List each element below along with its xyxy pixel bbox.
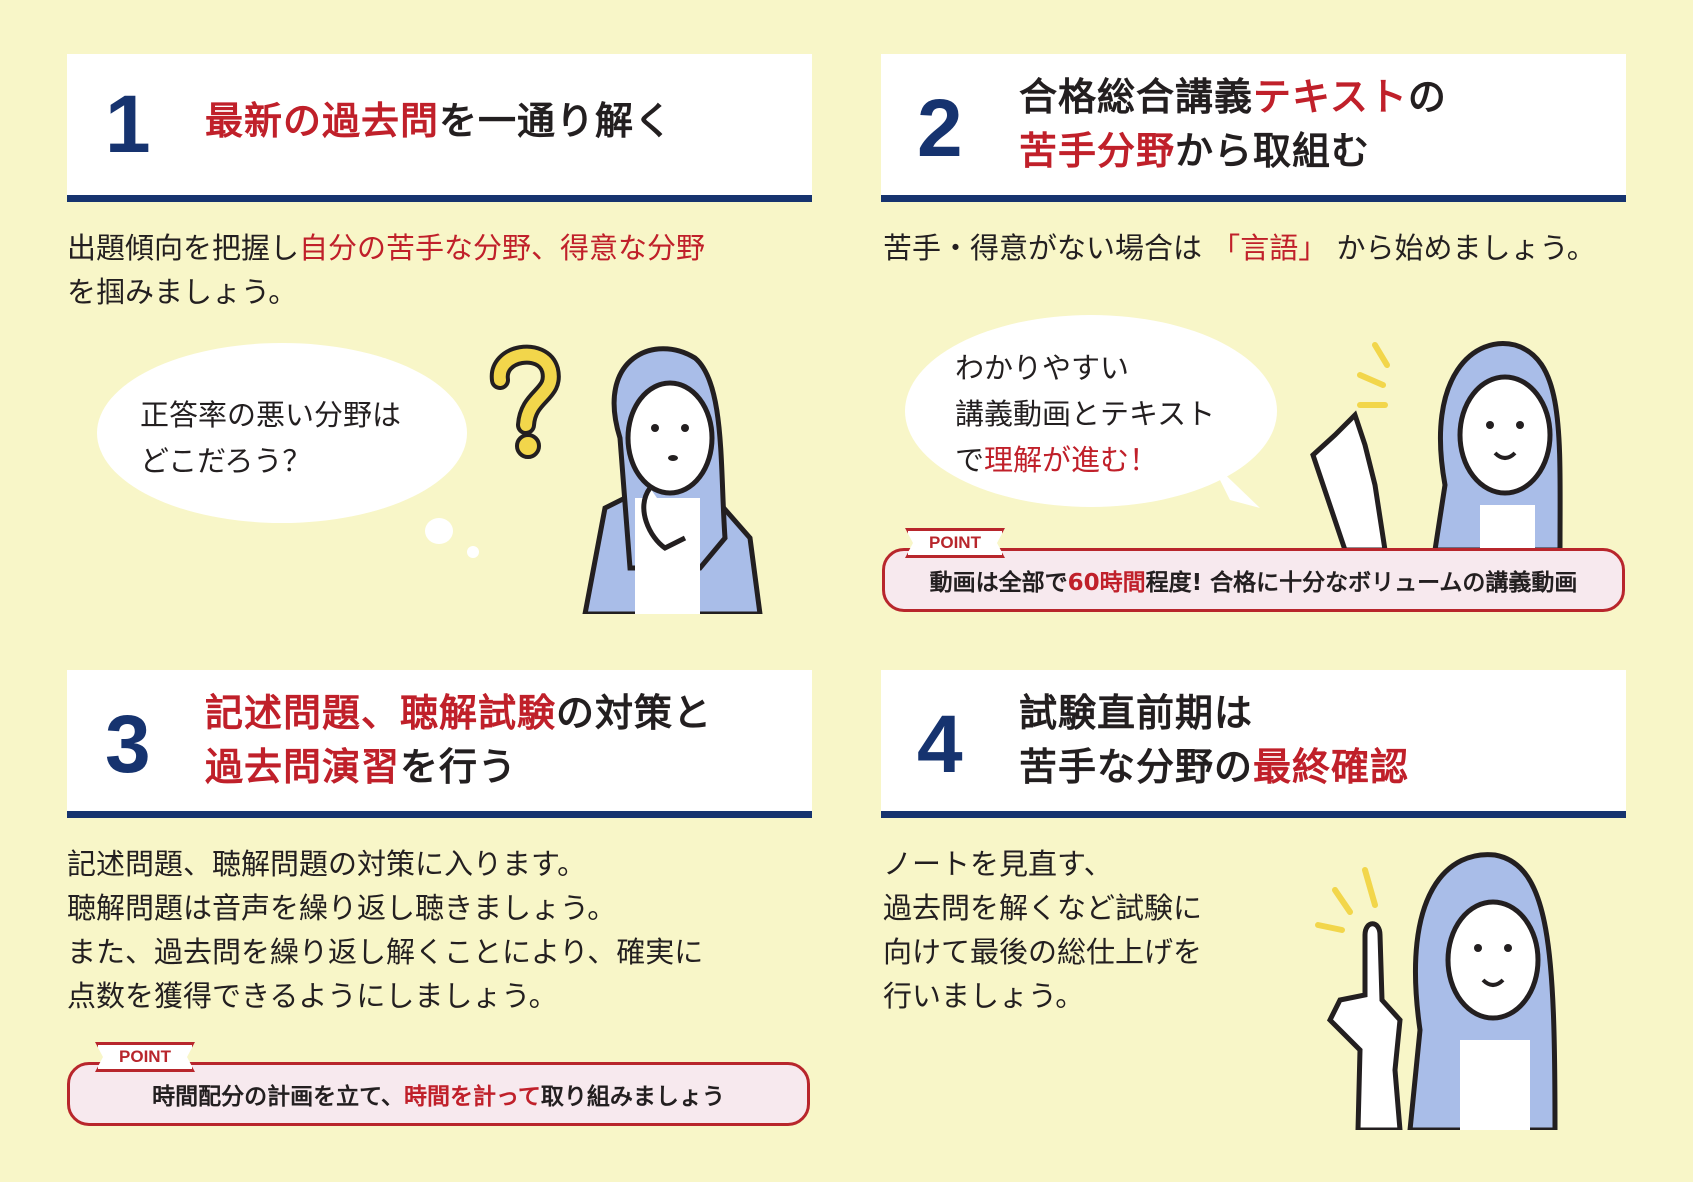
question-mark-icon [489,344,561,459]
section-number: 1 [105,79,151,170]
text-segment: どこだろう？ [140,444,312,478]
text-segment: 合格総合講義 [1019,75,1254,119]
text-segment: から始めましょう。 [1327,231,1596,265]
text-line: 過去問を解くなど試験に [883,886,1202,930]
pointing-woman-illustration [1315,852,1558,1130]
highlight-text: 記述問題、聴解試験 [205,691,557,735]
text-line: わかりやすい [955,345,1215,391]
text-line: 苦手・得意がない場合は 「言語」 から始めましょう。 [883,226,1596,270]
section-3-body: 記述問題、聴解問題の対策に入ります。聴解問題は音声を繰り返し聴きましょう。また、… [67,842,703,1018]
text-segment: わかりやすい [955,351,1130,385]
section-1-header: 1 最新の過去問を一通り解く [67,54,812,202]
text-line: 過去問演習を行う [205,740,712,794]
highlight-text: 「言語」 [1211,231,1328,265]
section-4-header: 4 試験直前期は苦手な分野の最終確認 [881,670,1626,818]
text-line: 行いましょう。 [883,974,1202,1018]
text-line: ノートを見直す、 [883,842,1202,886]
point-tag: POINT [95,1042,195,1072]
text-segment: 試験直前期は [1019,691,1254,735]
text-line: で理解が進む！ [955,437,1215,483]
bubble-text: わかりやすい講義動画とテキストで理解が進む！ [955,345,1215,483]
section-2-header: 2 合格総合講義テキストの苦手分野から取組む [881,54,1626,202]
thought-bubble [97,343,467,523]
highlight-text: 60時間 [1067,570,1146,596]
text-segment: 苦手・得意がない場合は [883,231,1212,265]
highlight-text: 最新の過去問 [205,99,440,143]
text-line: 苦手な分野の最終確認 [1019,740,1409,794]
text-segment: 聴解問題は音声を繰り返し聴きましょう。 [67,891,617,925]
text-line: 時間配分の計画を立て、時間を計って取り組みましょう [152,1077,725,1111]
section-3-header: 3 記述問題、聴解試験の対策と過去問演習を行う [67,670,812,818]
text-segment: を掴みましょう。 [67,275,298,309]
text-line: 点数を獲得できるようにしましょう。 [67,974,703,1018]
text-segment: ノートを見直す、 [883,847,1113,881]
text-segment: 向けて最後の総仕上げを [883,935,1203,969]
text-line: 試験直前期は [1019,686,1409,740]
thinking-woman-illustration [582,346,763,614]
text-line: 動画は全部で60時間程度! 合格に十分なボリュームの講義動画 [930,563,1578,597]
section-1-body: 出題傾向を把握し自分の苦手な分野、得意な分野を掴みましょう。 [67,226,705,314]
highlight-text: 時間を計って [404,1084,541,1110]
text-segment: 正答率の悪い分野は [140,398,402,432]
text-segment: また、過去問を繰り返し解くことにより、確実に [67,935,704,969]
text-line: どこだろう？ [140,438,401,484]
text-segment: 程度! 合格に十分なボリュームの講義動画 [1145,570,1578,596]
point-box: 時間配分の計画を立て、時間を計って取り組みましょう [67,1062,810,1126]
highlight-text: 自分の苦手な分野、得意な分野 [299,231,706,265]
thought-dot [467,546,479,558]
text-line: を掴みましょう。 [67,270,705,314]
thought-dot [425,518,453,544]
text-line: 正答率の悪い分野は [140,392,401,438]
text-segment: を一通り解く [439,99,674,143]
text-segment: 苦手な分野の [1019,745,1254,789]
text-line: 記述問題、聴解問題の対策に入ります。 [67,842,703,886]
text-segment: 出題傾向を把握し [67,231,300,265]
text-line: 向けて最後の総仕上げを [883,930,1202,974]
section-title: 最新の過去問を一通り解く [205,94,673,148]
highlight-text: 最終確認 [1253,745,1410,789]
text-segment: 過去問を解くなど試験に [883,891,1203,925]
section-number: 4 [917,699,963,790]
point-tag: POINT [905,528,1005,558]
highlight-text: 苦手分野 [1019,129,1176,173]
text-line: 合格総合講義テキストの [1019,70,1447,124]
text-segment: の対策と [556,691,713,735]
highlight-text: 理解が進む！ [984,443,1159,477]
text-segment: 点数を獲得できるようにしましょう。 [67,979,558,1013]
text-line: 苦手分野から取組む [1019,124,1447,178]
point-box: 動画は全部で60時間程度! 合格に十分なボリュームの講義動画 [882,548,1625,612]
speech-bubble [905,315,1277,507]
text-line: 聴解問題は音声を繰り返し聴きましょう。 [67,886,703,930]
text-segment: の [1407,75,1447,119]
section-title: 記述問題、聴解試験の対策と過去問演習を行う [205,686,712,794]
text-segment: 講義動画とテキスト [955,397,1216,431]
bubble-text: 正答率の悪い分野はどこだろう？ [140,392,401,484]
text-line: また、過去問を繰り返し解くことにより、確実に [67,930,703,974]
ok-sign-woman-illustration [1310,341,1563,550]
text-segment: 行いましょう。 [883,979,1085,1013]
section-number: 2 [917,83,963,174]
text-segment: 動画は全部で [929,570,1068,596]
text-segment: 取り組みましょう [540,1084,725,1110]
text-segment: を行う [400,745,518,789]
text-line: 出題傾向を把握し自分の苦手な分野、得意な分野 [67,226,705,270]
highlight-text: 過去問演習 [205,745,401,789]
section-2-body: 苦手・得意がない場合は 「言語」 から始めましょう。 [883,226,1596,270]
text-line: 最新の過去問を一通り解く [205,94,673,148]
section-4-body: ノートを見直す、過去問を解くなど試験に向けて最後の総仕上げを行いましょう。 [883,842,1202,1018]
text-segment: で [955,443,985,477]
section-title: 試験直前期は苦手な分野の最終確認 [1019,686,1409,794]
text-segment: から取組む [1175,129,1371,173]
speech-bubble-tail [1210,460,1260,508]
text-line: 記述問題、聴解試験の対策と [205,686,712,740]
section-number: 3 [105,699,151,790]
text-segment: 記述問題、聴解問題の対策に入ります。 [67,847,587,881]
highlight-text: テキスト [1253,75,1408,119]
text-segment: 時間配分の計画を立て、 [152,1084,404,1110]
section-title: 合格総合講義テキストの苦手分野から取組む [1019,70,1447,178]
text-line: 講義動画とテキスト [955,391,1215,437]
